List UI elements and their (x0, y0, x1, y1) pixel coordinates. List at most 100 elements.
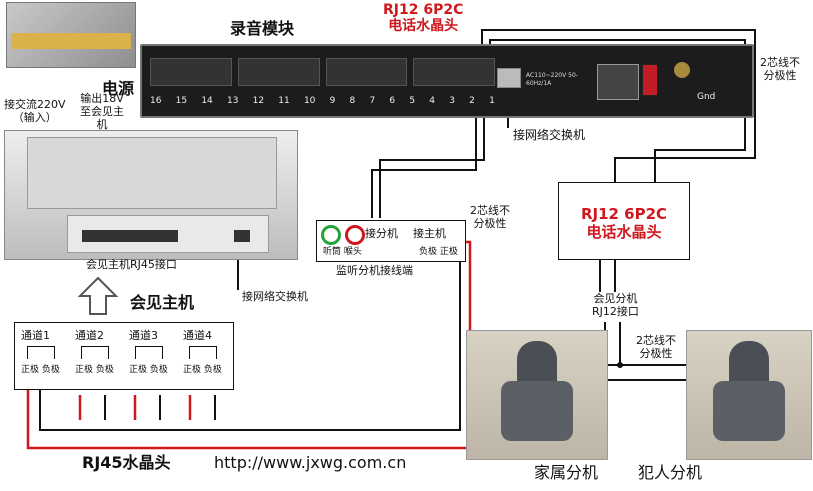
wire-module-to-monitor-a (379, 110, 485, 218)
host-top-panel (27, 137, 277, 209)
port-number: 11 (278, 96, 290, 106)
channel-neg: 负极 (41, 365, 60, 375)
inmate-phone-label: 犯人分机 (638, 463, 703, 482)
rj12-top-line2: 电话水晶头 (388, 18, 459, 34)
port-group-1 (150, 58, 232, 86)
up-arrow-icon (77, 276, 119, 316)
power-supply-image (6, 2, 136, 68)
two-core-bottom-label: 2芯线不 分极性 (636, 334, 676, 360)
network-switch-top-label: 接网络交换机 (513, 128, 586, 142)
rj45-bottom-label: RJ45水晶头 (82, 453, 171, 472)
port-group-2 (237, 58, 320, 86)
ac-input-label: 接交流220V （输入） (4, 98, 66, 124)
channel-connector (27, 346, 55, 359)
wire-module-to-right-rj12-b (481, 29, 756, 182)
channel-poles: 正极 负极 (129, 365, 175, 376)
rj12-top-line1: RJ12 6P2C (383, 2, 464, 18)
power-rating-label: AC110~220V 50-60Hz/1A (526, 72, 578, 87)
recording-module: 16 15 14 13 12 11 10 9 8 7 6 5 4 3 2 1 A… (140, 44, 754, 118)
port-number: 14 (201, 96, 213, 106)
two-core-bottom-line2: 分极性 (639, 347, 673, 360)
host-front-panel (67, 215, 269, 253)
channel-3: 通道3 正极 负极 (129, 329, 175, 376)
channel-4: 通道4 正极 负极 (183, 329, 229, 376)
monitor-sub-left1: 听筒 (323, 247, 342, 257)
host-unit-image (4, 130, 298, 260)
two-core-mid-line2: 分极性 (473, 217, 507, 230)
host-network-switch-label: 接网络交换机 (242, 290, 308, 303)
channel-poles: 正极 负极 (183, 365, 229, 376)
port-group-3 (325, 58, 408, 86)
ac-input-line2: （输入） (12, 111, 57, 124)
terminal-strip (11, 33, 131, 49)
monitor-sub-right: 负极 正极 (419, 247, 458, 258)
rj12-right-line1: RJ12 6P2C (580, 205, 668, 223)
family-phone-image (466, 330, 608, 460)
network-port (497, 68, 521, 88)
port-number: 4 (429, 96, 436, 106)
host-title: 会见主机 (130, 293, 195, 312)
channel-name: 通道1 (21, 329, 50, 342)
phone-body-icon (713, 381, 785, 441)
power-switch (642, 64, 658, 96)
channel-pos: 正极 (21, 365, 40, 375)
monitor-sub-left2: 喉头 (343, 247, 362, 257)
rj12-top-label: RJ12 6P2C 电话水晶头 (383, 2, 463, 34)
port-block (150, 58, 495, 86)
extension-label: 会见分机 RJ12接口 (592, 292, 639, 318)
port-number: 15 (175, 96, 188, 106)
family-phone-label: 家属分机 (534, 463, 599, 482)
output-line2: 至会见主 (80, 105, 124, 118)
channel-pos: 正极 (75, 365, 94, 375)
rj45-port-row (82, 230, 178, 242)
channel-connector (81, 346, 109, 359)
phone-body-icon (501, 381, 573, 441)
channel-neg: 负极 (203, 365, 222, 375)
port-number: 2 (469, 96, 475, 106)
port-numbers: 16 15 14 13 12 11 10 9 8 7 6 5 4 3 2 1 (150, 96, 495, 106)
channel-poles: 正极 负极 (21, 365, 67, 376)
output-line3: 机 (96, 118, 108, 131)
website-url: http://www.jxwg.com.cn (214, 453, 407, 472)
two-core-top-label: 2芯线不 分极性 (760, 56, 800, 82)
extension-line1: 会见分机 (593, 292, 638, 305)
monitor-sub-right1: 负极 (419, 247, 438, 257)
monitor-right-label: 接主机 (413, 227, 446, 240)
channel-connector (189, 346, 217, 359)
channel-pos: 正极 (129, 365, 148, 375)
monitor-box: 接分机 接主机 听筒 喉头 负极 正极 (316, 220, 466, 262)
red-led-icon (345, 225, 365, 245)
channel-1: 通道1 正极 负极 (21, 329, 67, 376)
two-core-top-line2: 分极性 (763, 69, 797, 82)
rj12-right-line2: 电话水晶头 (586, 223, 662, 241)
host-rj45-label: 会见主机RJ45接口 (86, 258, 177, 271)
port-group-4 (413, 58, 495, 86)
two-core-top-line1: 2芯线不 (760, 56, 800, 69)
port-number: 9 (329, 96, 336, 106)
port-number: 12 (252, 96, 265, 106)
channel-name: 通道2 (75, 329, 104, 342)
inmate-phone-image (686, 330, 812, 460)
port-number: 6 (389, 96, 396, 106)
monitor-sub-right2: 正极 (439, 247, 458, 257)
ac-input-line1: 接交流220V (4, 98, 66, 111)
channel-name: 通道4 (183, 329, 212, 342)
two-core-mid-line1: 2芯线不 (470, 204, 510, 217)
two-core-bottom-line1: 2芯线不 (636, 334, 676, 347)
channel-neg: 负极 (95, 365, 114, 375)
rj12-right-box: RJ12 6P2C 电话水晶头 (558, 182, 690, 260)
channel-neg: 负极 (149, 365, 168, 375)
port-number: 13 (226, 96, 239, 106)
channel-name: 通道3 (129, 329, 158, 342)
wire-module-to-monitor-b (371, 110, 477, 218)
two-core-mid-label: 2芯线不 分极性 (470, 204, 510, 230)
port-number: 7 (369, 96, 376, 106)
channel-2: 通道2 正极 负极 (75, 329, 121, 376)
power-socket (597, 64, 639, 100)
monitor-sub-left: 听筒 喉头 (323, 247, 362, 258)
monitor-caption: 监听分机接线端 (336, 264, 413, 277)
port-number: 1 (489, 96, 495, 106)
network-port-host (234, 230, 250, 242)
gnd-label: Gnd (697, 92, 716, 102)
monitor-left-label: 接分机 (365, 227, 398, 240)
